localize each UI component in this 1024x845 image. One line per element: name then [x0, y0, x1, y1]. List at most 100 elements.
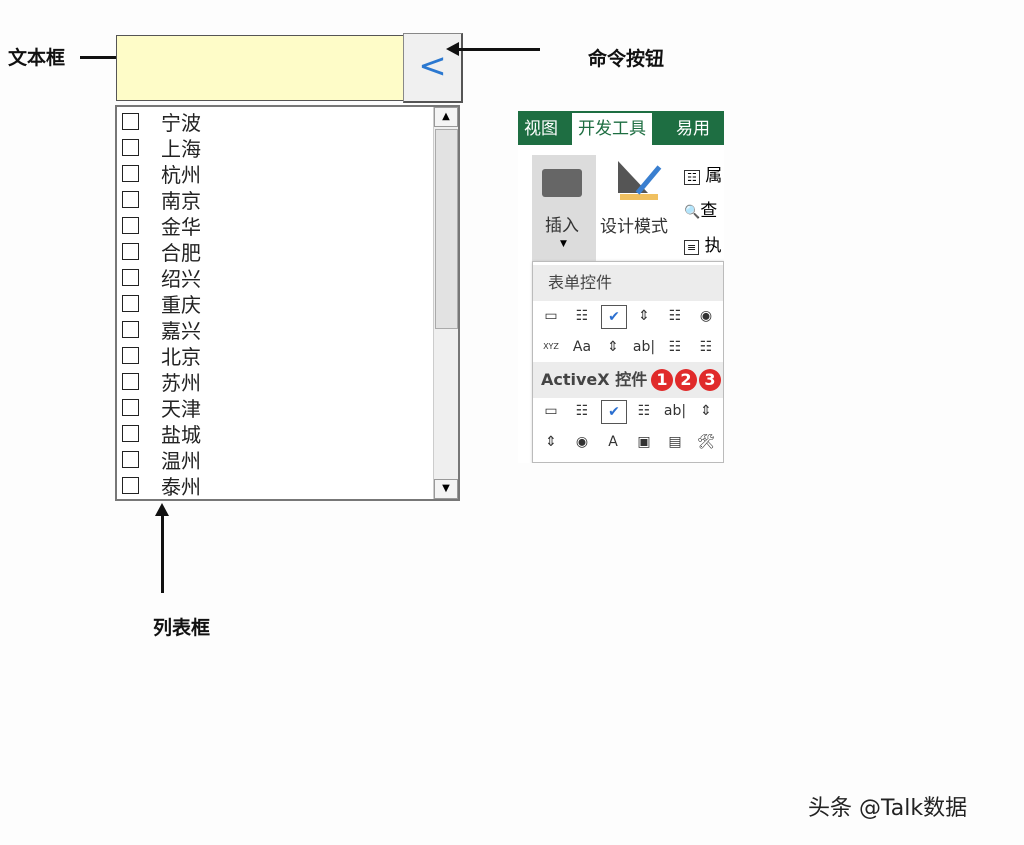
list-item-label: 嘉兴 — [161, 318, 201, 343]
list-item[interactable]: 重庆 — [122, 290, 201, 317]
run-dialog-label: 执 — [704, 236, 722, 256]
checkbox[interactable] — [122, 216, 139, 234]
badge-1: 1 — [651, 369, 673, 391]
list-item-label: 上海 — [161, 136, 201, 161]
control-icon[interactable]: ☷ — [668, 339, 682, 355]
control-icon[interactable]: ✔ — [601, 400, 627, 424]
list-item-label: 重庆 — [161, 292, 201, 317]
list-item[interactable]: 温州 — [122, 446, 201, 473]
control-icon[interactable]: A — [608, 434, 618, 450]
toolbox-icon — [542, 169, 582, 197]
tab-developer[interactable]: 开发工具 — [572, 113, 652, 145]
list-item-label: 宁波 — [161, 110, 201, 135]
checkbox[interactable] — [122, 164, 139, 182]
checkbox[interactable] — [122, 424, 139, 442]
list-item-label: 杭州 — [161, 162, 201, 187]
control-icon[interactable]: ab| — [663, 403, 687, 419]
view-code-label: 查 — [700, 201, 718, 221]
list-item[interactable]: 绍兴 — [122, 264, 201, 291]
control-icon[interactable]: ab| — [632, 339, 656, 355]
list-item-label: 绍兴 — [161, 266, 201, 291]
control-icon[interactable]: ⇕ — [607, 339, 619, 355]
tab-view[interactable]: 视图 — [524, 119, 558, 139]
list-item-label: 北京 — [161, 344, 201, 369]
scroll-up-button[interactable]: ▲ — [434, 107, 458, 127]
list-item[interactable]: 天津 — [122, 394, 201, 421]
list-item[interactable]: 宁波 — [122, 108, 201, 135]
control-icon[interactable]: ☷ — [699, 339, 713, 355]
run-dialog-icon: ≡ — [684, 240, 700, 255]
checkbox[interactable] — [122, 346, 139, 364]
list-box[interactable]: 宁波上海杭州南京金华合肥绍兴重庆嘉兴北京苏州天津盐城温州泰州 ▲ ▼ — [115, 105, 460, 501]
control-icon[interactable]: ▣ — [637, 434, 651, 450]
control-icon[interactable]: ☷ — [637, 403, 651, 419]
control-icon[interactable]: Aa — [572, 339, 592, 355]
checkbox[interactable] — [122, 242, 139, 260]
properties-label: 属 — [705, 166, 723, 186]
excel-ribbon-screenshot: 视图 开发工具 易用宝 插入 ▼ 设计模式 ☷ 属 🔍查 ≡ 执 表单控件 ▭ ☷… — [518, 111, 724, 463]
control-icon[interactable]: ☷ — [575, 308, 589, 324]
text-box[interactable] — [116, 35, 403, 101]
control-icon[interactable]: ◉ — [699, 308, 713, 324]
control-icon[interactable]: XYZ — [543, 342, 559, 351]
list-item-label: 南京 — [161, 188, 201, 213]
control-icon[interactable]: ✔ — [601, 305, 627, 329]
arrow-up-icon — [161, 515, 164, 593]
list-item[interactable]: 上海 — [122, 134, 201, 161]
control-icon[interactable]: ☷ — [575, 403, 589, 419]
checkbox[interactable] — [122, 476, 139, 494]
tab-easy[interactable]: 易用宝 — [676, 119, 710, 171]
badge-2: 2 — [675, 369, 697, 391]
list-item[interactable]: 合肥 — [122, 238, 201, 265]
control-icon[interactable]: ⇕ — [700, 403, 712, 419]
checkbox[interactable] — [122, 398, 139, 416]
properties-button[interactable]: ☷ 属 — [684, 161, 722, 186]
control-icon[interactable]: ☷ — [668, 308, 682, 324]
checkbox[interactable] — [122, 112, 139, 130]
run-dialog-button[interactable]: ≡ 执 — [684, 231, 722, 256]
list-item-label: 温州 — [161, 448, 201, 473]
control-icon[interactable]: ⇕ — [638, 308, 650, 324]
control-icon[interactable]: ▭ — [544, 403, 558, 419]
list-item-label: 苏州 — [161, 370, 201, 395]
control-icon[interactable]: ▤ — [668, 434, 682, 450]
scroll-down-button[interactable]: ▼ — [434, 479, 458, 499]
list-item-label: 天津 — [161, 396, 201, 421]
list-item[interactable]: 南京 — [122, 186, 201, 213]
list-item[interactable]: 苏州 — [122, 368, 201, 395]
scroll-thumb[interactable] — [435, 129, 458, 329]
control-icon[interactable]: 🛠 — [697, 434, 715, 450]
list-item[interactable]: 北京 — [122, 342, 201, 369]
checkbox[interactable] — [122, 450, 139, 468]
dropdown-icon: ▼ — [560, 239, 567, 249]
checkbox[interactable] — [122, 190, 139, 208]
list-item-label: 泰州 — [161, 474, 201, 499]
form-controls-header: 表单控件 — [533, 265, 723, 301]
control-icon[interactable]: ⇕ — [545, 434, 557, 450]
list-item[interactable]: 金华 — [122, 212, 201, 239]
control-icon[interactable]: ◉ — [575, 434, 589, 450]
scrollbar[interactable]: ▲ ▼ — [433, 107, 458, 499]
list-item[interactable]: 杭州 — [122, 160, 201, 187]
list-item-label: 合肥 — [161, 240, 201, 265]
list-item[interactable]: 盐城 — [122, 420, 201, 447]
checkbox[interactable] — [122, 372, 139, 390]
checkbox[interactable] — [122, 294, 139, 312]
list-item[interactable]: 嘉兴 — [122, 316, 201, 343]
list-item-label: 金华 — [161, 214, 201, 239]
checkbox[interactable] — [122, 320, 139, 338]
list-item-label: 盐城 — [161, 422, 201, 447]
insert-button[interactable]: 插入 ▼ — [532, 155, 596, 261]
checkbox[interactable] — [122, 138, 139, 156]
view-code-icon: 🔍 — [684, 205, 701, 220]
design-mode-icon — [618, 161, 662, 201]
control-icon[interactable]: ▭ — [544, 308, 558, 324]
button-annotation: 命令按钮 — [588, 48, 665, 70]
listbox-annotation: 列表框 — [153, 617, 211, 639]
design-mode-button[interactable]: 设计模式 — [600, 217, 668, 237]
checkbox[interactable] — [122, 268, 139, 286]
list-item[interactable]: 泰州 — [122, 472, 201, 499]
textbox-annotation: 文本框 — [8, 47, 66, 69]
view-code-button[interactable]: 🔍查 — [684, 196, 717, 221]
